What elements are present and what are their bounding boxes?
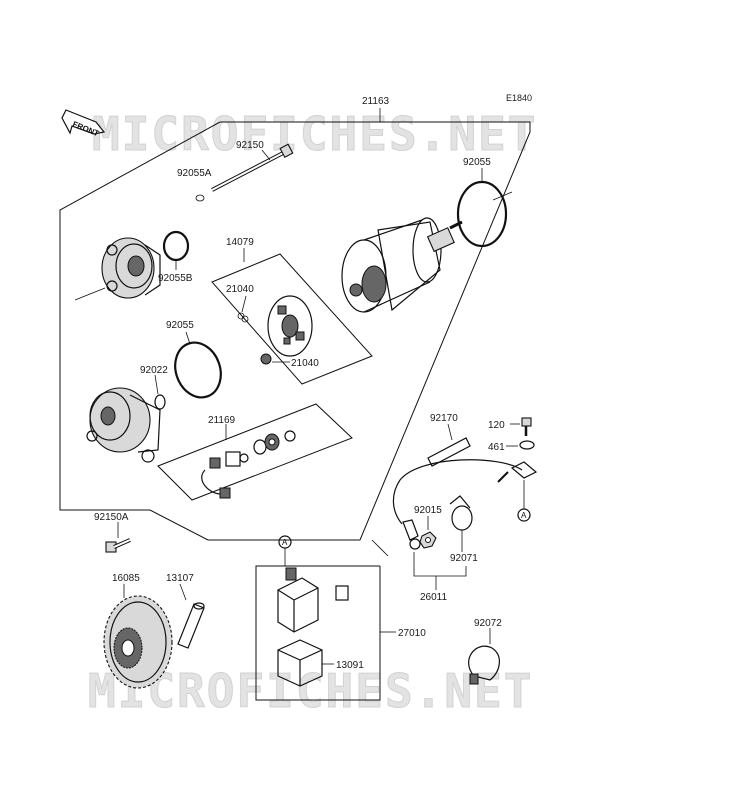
label-21040b: 21040 — [291, 358, 319, 369]
label-92055b: 92055B — [158, 273, 193, 284]
terminal-set-21169 — [201, 430, 296, 499]
label-92071: 92071 — [450, 553, 478, 564]
o-ring-92055-mid — [174, 341, 222, 399]
label-16085: 16085 — [112, 573, 140, 584]
label-21163: 21163 — [362, 96, 390, 107]
diagram-code: E1840 — [506, 93, 532, 103]
o-ring-92055b — [162, 230, 190, 262]
bolt-120 — [521, 417, 532, 436]
terminal-boot-92071 — [449, 495, 473, 531]
label-120: 120 — [488, 420, 505, 431]
label-92170: 92170 — [430, 413, 458, 424]
strap-92170 — [427, 437, 471, 467]
label-27010: 27010 — [398, 628, 426, 639]
leader-92055-mid — [185, 331, 191, 345]
label-26011: 26011 — [420, 592, 448, 603]
shaft-13107 — [177, 602, 205, 649]
clamp-92072 — [468, 645, 500, 685]
ref-marker-a-cable-label: A — [521, 511, 527, 520]
leader-13107 — [179, 583, 187, 601]
brush-spring-21040 — [237, 312, 249, 323]
starter-motor-body — [341, 217, 463, 313]
starter-relay — [277, 567, 319, 633]
starter-cable-26011 — [392, 459, 538, 550]
relay-box-27010 — [255, 565, 396, 701]
washer-461 — [519, 440, 535, 450]
relay-cover-13091 — [277, 639, 323, 687]
label-92150a: 92150A — [94, 512, 129, 523]
leader-21040a — [241, 295, 247, 313]
label-92015: 92015 — [414, 505, 442, 516]
leader-92170 — [447, 423, 453, 441]
label-92055-mid: 92055 — [166, 320, 194, 331]
washer-92022 — [154, 394, 166, 410]
watermark-top: MICROFICHES.NET — [92, 107, 537, 161]
starter-gear-16085 — [103, 595, 173, 689]
nut-92015 — [419, 531, 437, 549]
terminal-set-box — [157, 403, 353, 501]
brush-holder-box — [211, 253, 373, 385]
front-cover-housing — [101, 237, 161, 299]
long-bolt-92150 — [211, 143, 294, 192]
label-13091: 13091 — [336, 660, 364, 671]
small-o-ring-92055a — [195, 194, 205, 202]
fuse — [335, 585, 349, 601]
cable-break-mark — [371, 539, 389, 557]
leader-92150 — [261, 149, 271, 161]
brush-plate — [267, 295, 313, 357]
label-92055a: 92055A — [177, 168, 212, 179]
brush-21040 — [260, 353, 272, 365]
label-21040a: 21040 — [226, 284, 254, 295]
label-461: 461 — [488, 442, 505, 453]
ref-marker-a-relay-label: A — [282, 538, 288, 547]
label-21169: 21169 — [208, 415, 236, 426]
label-14079: 14079 — [226, 237, 254, 248]
label-92022: 92022 — [140, 365, 168, 376]
label-92072: 92072 — [474, 618, 502, 629]
leader-92022 — [154, 374, 159, 395]
bolt-92150a — [105, 538, 131, 553]
rear-cover-housing — [86, 387, 161, 463]
label-13107: 13107 — [166, 573, 194, 584]
o-ring-92055-top — [456, 180, 508, 248]
label-92055-top: 92055 — [463, 157, 491, 168]
label-92150: 92150 — [236, 140, 264, 151]
leader-26011 — [413, 552, 467, 577]
